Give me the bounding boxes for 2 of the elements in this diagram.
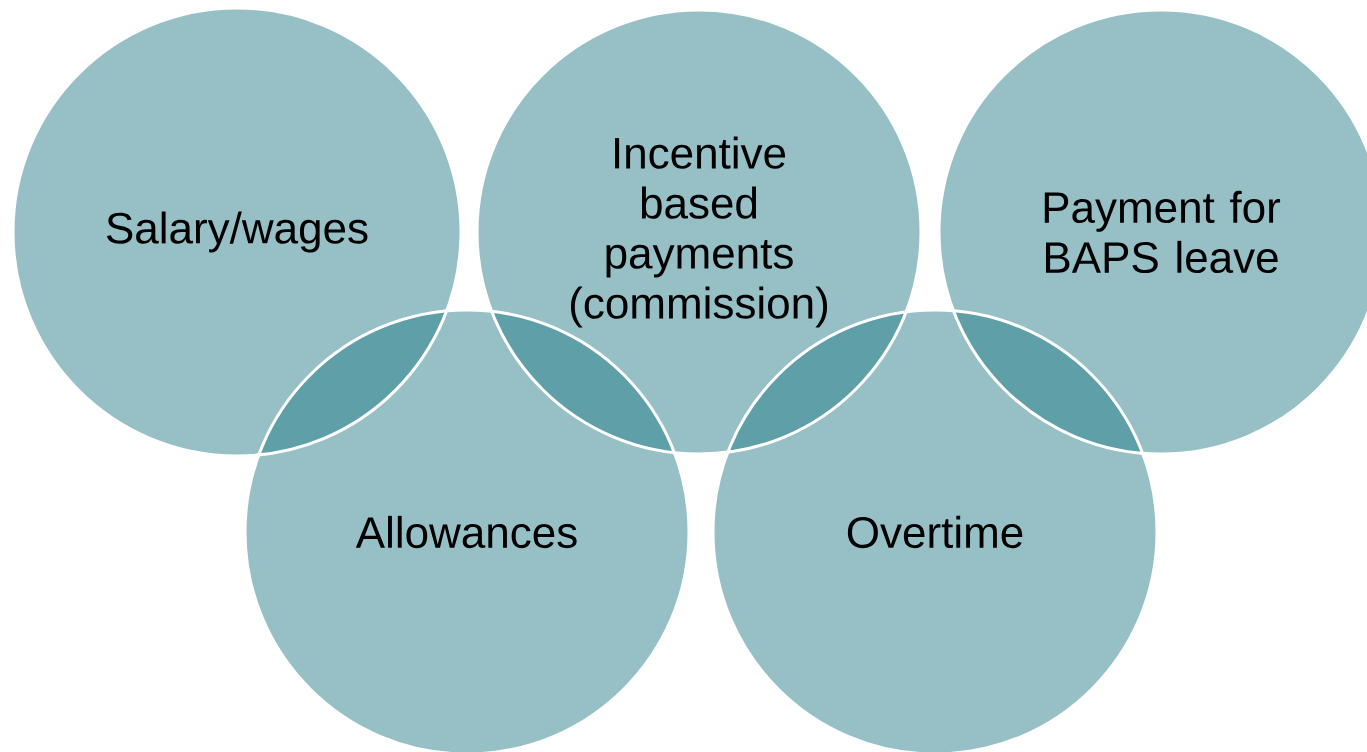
node-label: Overtime <box>847 515 1023 549</box>
node-label: Allowances <box>355 515 577 549</box>
